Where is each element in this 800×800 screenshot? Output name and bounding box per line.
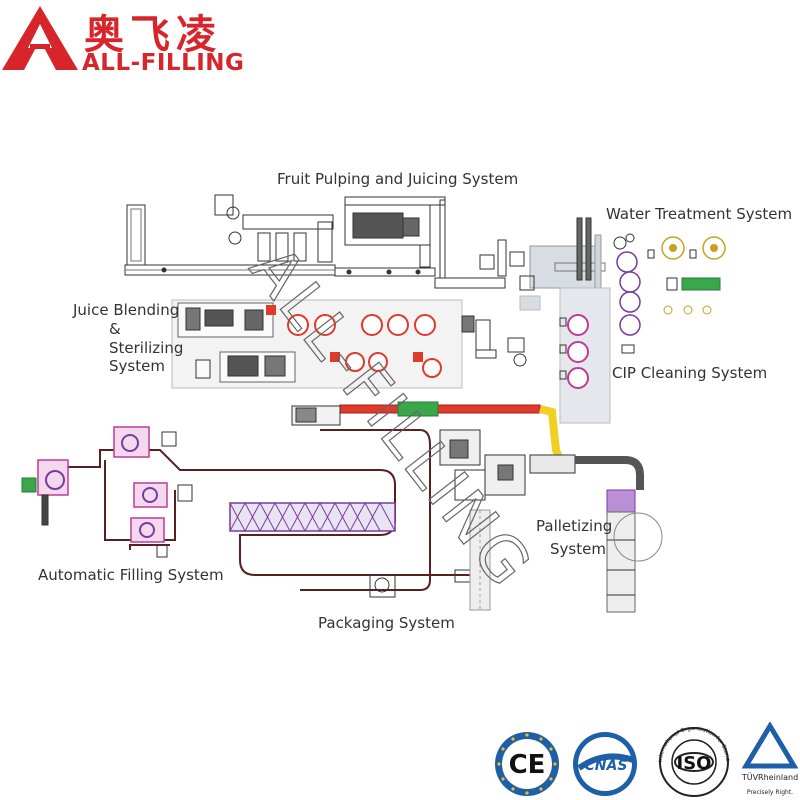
label-juice-blending-line4: System [109, 357, 165, 376]
water-treatment-equipment [509, 217, 726, 424]
brand-logo-icon [2, 6, 78, 70]
packaging-tunnel [229, 501, 491, 611]
cip-tanks [559, 314, 589, 389]
label-automatic-filling: Automatic Filling System [38, 566, 224, 584]
ce-badge: CE [495, 732, 559, 796]
wrapping-machines [439, 429, 576, 501]
fruit-pulping-equipment [124, 194, 507, 289]
label-palletizing-line1: Palletizing [536, 517, 613, 535]
palletizing-equipment [575, 456, 663, 613]
label-fruit-pulping: Fruit Pulping and Juicing System [277, 170, 519, 188]
tuv-tagline-text: Precisely Right. [747, 789, 793, 796]
iso-badge-text: ISO [677, 753, 712, 774]
tuv-logo-text: TÜVRheinland [741, 772, 798, 782]
label-juice-blending: Juice Blending & Sterilizing System [73, 301, 183, 376]
cnas-badge: CNAS [573, 732, 637, 796]
label-juice-blending-line3: Sterilizing [109, 338, 184, 357]
label-water-treatment: Water Treatment System [606, 205, 793, 223]
tuv-logo-icon: TÜVRheinland Precisely Right. [741, 722, 799, 796]
label-palletizing: Palletizing System [536, 515, 612, 562]
brand-name-english: ALL-FILLING [82, 50, 245, 76]
brand-name-chinese: 奥飞凌 [84, 12, 222, 58]
ce-badge-text: CE [509, 750, 546, 780]
juice-blending-equipment [171, 299, 527, 389]
label-cip-cleaning: CIP Cleaning System [612, 364, 768, 382]
cnas-badge-text: CNAS [585, 758, 628, 774]
label-palletizing-line2: System [550, 540, 606, 559]
label-packaging: Packaging System [318, 614, 455, 632]
iso-badge: International Organization for Standardi… [652, 722, 730, 797]
label-juice-blending-line1: Juice Blending [73, 301, 180, 319]
label-juice-blending-line2: & [109, 319, 121, 338]
filling-tanks [21, 426, 193, 558]
